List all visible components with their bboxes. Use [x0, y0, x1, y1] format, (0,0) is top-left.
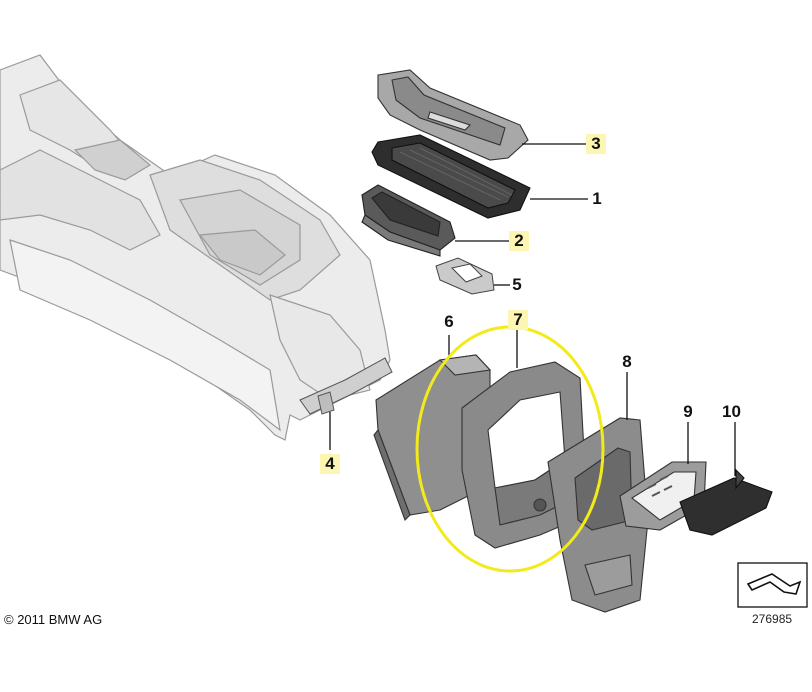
part-4-bracket	[299, 357, 393, 415]
part-2-storage-bin	[361, 184, 456, 257]
part-10-mat-insert	[679, 468, 773, 536]
part-1-rubber-mat	[371, 134, 531, 219]
callout-label-9: 9	[683, 402, 693, 421]
callout-label-1: 1	[592, 189, 602, 208]
diagram-number: 276985	[752, 612, 793, 626]
part-5-clip	[435, 257, 495, 295]
copyright-text: © 2011 BMW AG	[4, 612, 103, 627]
callout-label-6: 6	[444, 312, 454, 331]
callout-label-7: 7	[508, 310, 528, 330]
center-console-illustration	[0, 54, 391, 441]
part-3-tray-cover	[377, 69, 529, 161]
callout-label-2: 2	[509, 231, 529, 251]
callout-label-3: 3	[586, 134, 606, 154]
callout-label-5: 5	[512, 275, 522, 294]
callout-label-8: 8	[622, 352, 632, 371]
callout-label-10: 10	[722, 402, 741, 421]
diagram-reference-icon	[737, 562, 808, 608]
callout-label-4: 4	[320, 454, 340, 474]
